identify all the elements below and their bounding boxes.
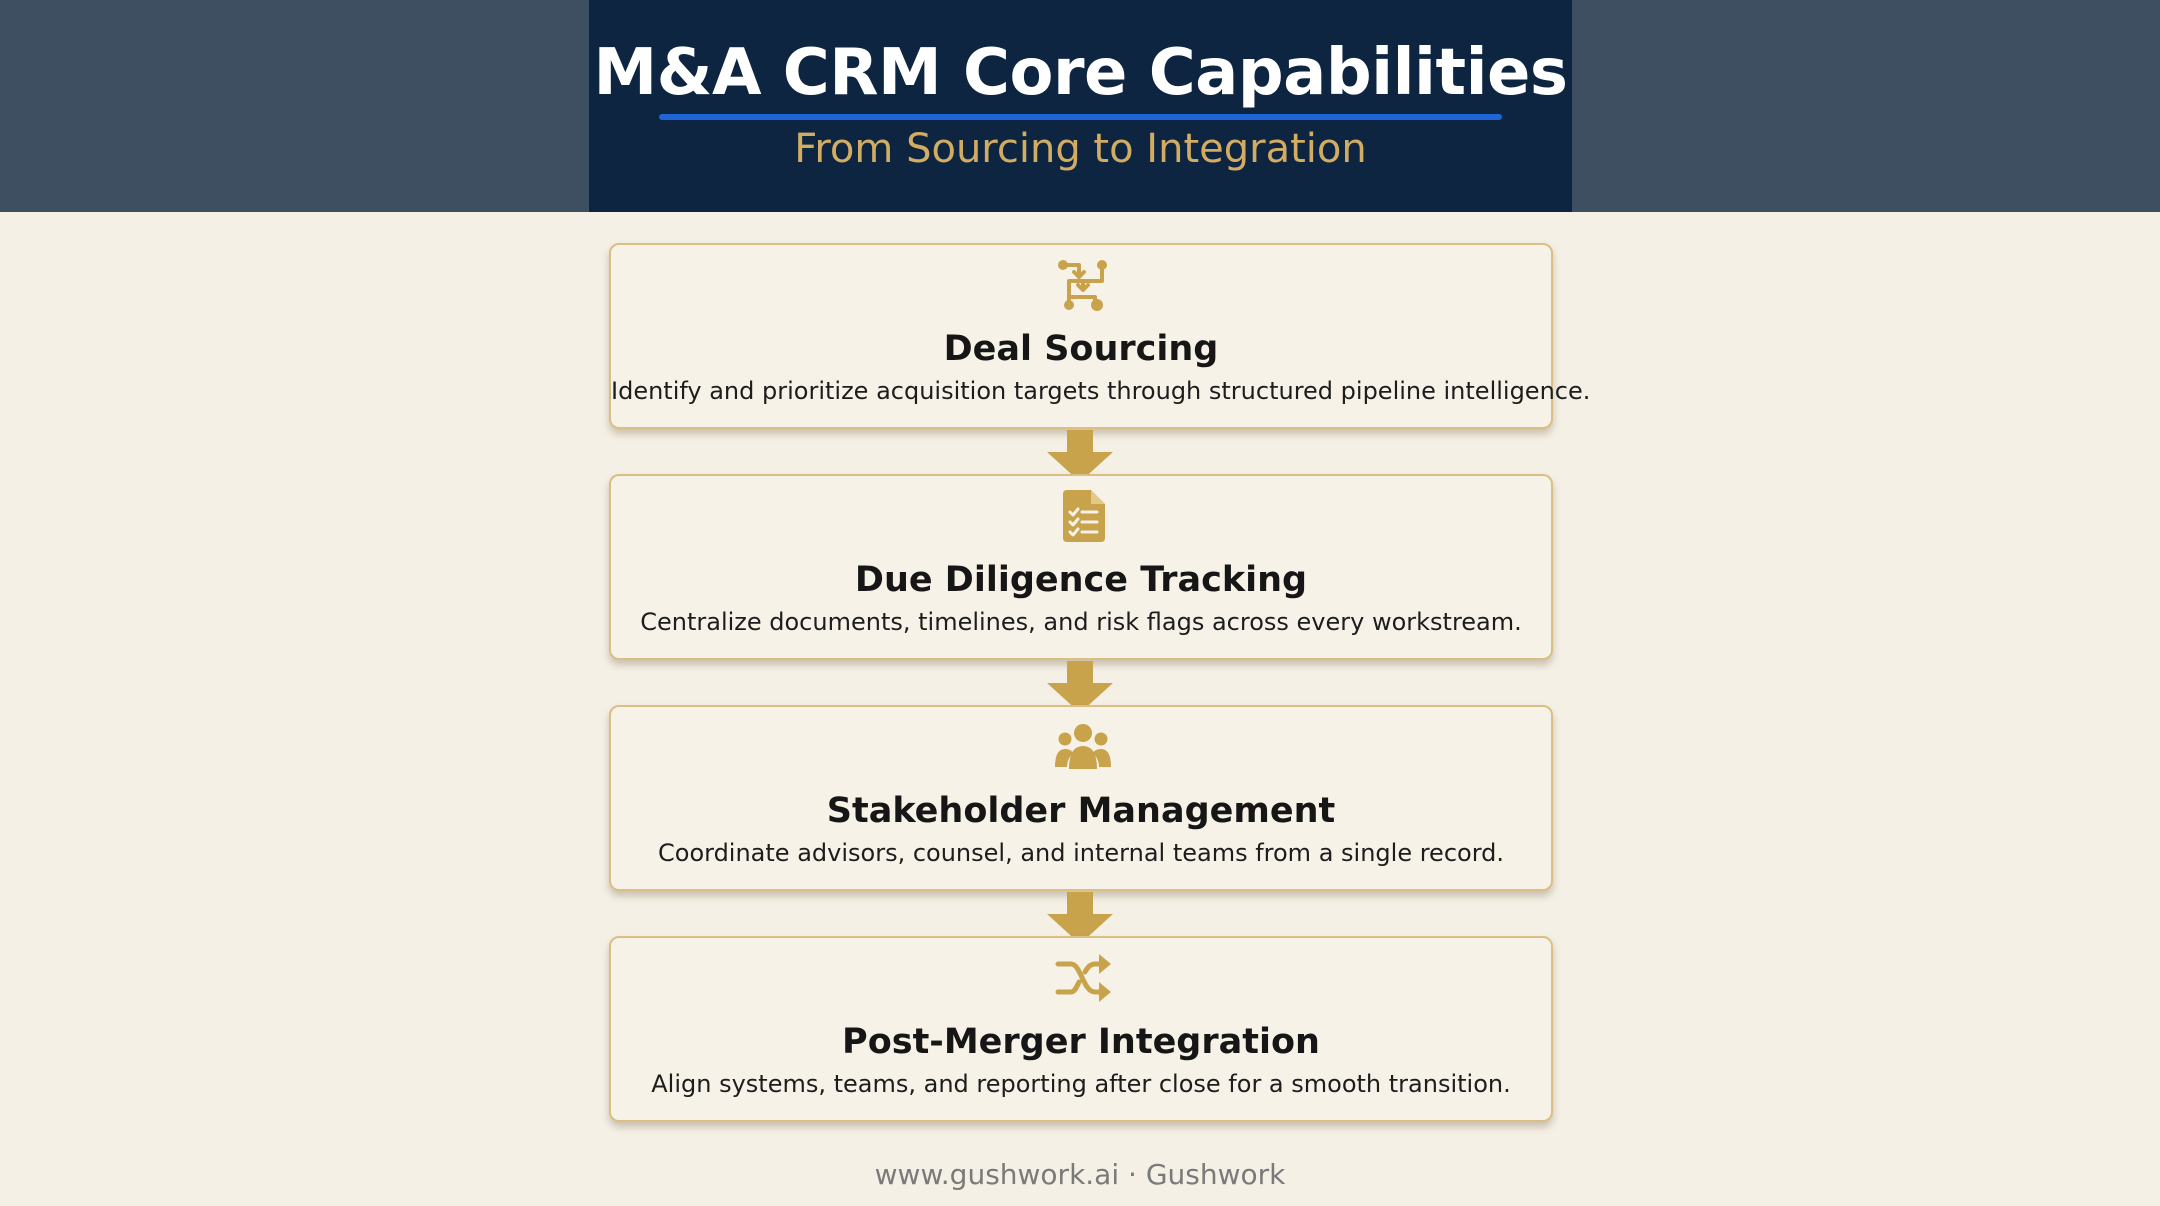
step-description: Coordinate advisors, counsel, and intern… [658, 839, 1504, 867]
down-arrow-icon [1045, 661, 1115, 713]
branching-flow-icon [1055, 257, 1111, 313]
step-title: Stakeholder Management [826, 791, 1336, 831]
footer-credit: www.gushwork.ai · Gushwork [874, 1158, 1286, 1191]
step-title: Deal Sourcing [943, 329, 1219, 369]
people-group-icon [1055, 719, 1111, 775]
title-underline [659, 114, 1502, 120]
down-arrow-icon [1045, 892, 1115, 944]
step-description: Centralize documents, timelines, and ris… [640, 608, 1522, 636]
step-description: Align systems, teams, and reporting afte… [651, 1070, 1511, 1098]
step-card-deal-sourcing: Deal Sourcing Identify and prioritize ac… [609, 243, 1591, 429]
step-title: Post-Merger Integration [842, 1022, 1320, 1062]
step-title: Due Diligence Tracking [854, 560, 1308, 600]
shuffle-icon [1055, 950, 1111, 1006]
step-card-due-diligence: Due Diligence Tracking Centralize docume… [609, 474, 1553, 660]
checklist-document-icon [1055, 488, 1111, 544]
step-card-stakeholder-management: Stakeholder Management Coordinate adviso… [609, 705, 1553, 891]
page-subtitle: From Sourcing to Integration [794, 126, 1367, 172]
step-card-post-merger-integration: Post-Merger Integration Align systems, t… [609, 936, 1553, 1122]
header-panel: M&A CRM Core Capabilities From Sourcing … [589, 0, 1572, 212]
step-description: Identify and prioritize acquisition targ… [611, 377, 1591, 405]
page-title: M&A CRM Core Capabilities [593, 36, 1568, 110]
down-arrow-icon [1045, 430, 1115, 482]
